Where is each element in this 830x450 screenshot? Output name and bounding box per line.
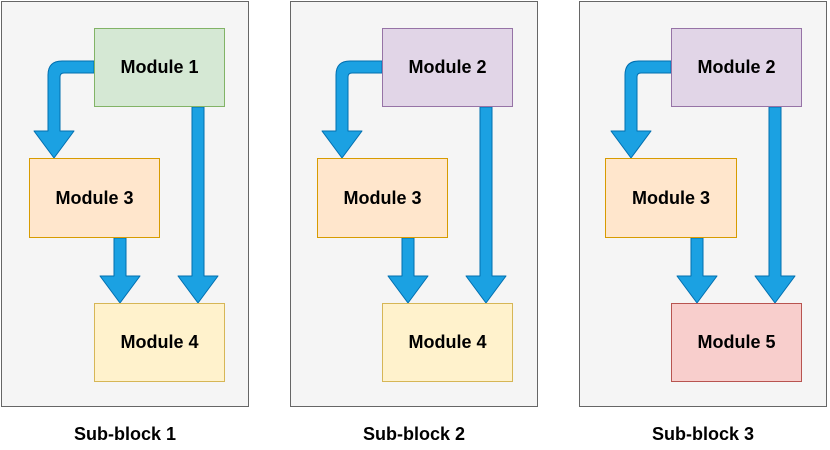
- module-label: Module 2: [408, 57, 487, 77]
- module-3-box: Module 3: [317, 158, 448, 238]
- elbow-arrow-3: [610, 60, 672, 159]
- top-to-bottom-arrow-1: [177, 106, 219, 304]
- elbow-arrow-2: [321, 60, 383, 159]
- module-4-box: Module 4: [94, 303, 225, 382]
- module-label: Module 3: [343, 187, 422, 208]
- module-label: Module 3: [631, 187, 710, 208]
- module-3-box: Module 3: [29, 158, 160, 238]
- middle-to-bottom-arrow-2: [387, 237, 429, 304]
- middle-to-bottom-arrow-1: [99, 237, 141, 304]
- sub-block-2-caption: Sub-block 2: [362, 424, 465, 444]
- module-5-box: Module 5: [671, 303, 802, 382]
- module-4-box: Module 4: [382, 303, 513, 382]
- module-label: Module 5: [697, 332, 776, 352]
- module-label: Module 3: [55, 187, 134, 208]
- module-1-box: Module 1: [94, 28, 225, 107]
- module-label: Module 4: [408, 332, 487, 352]
- module-2-box: Module 2: [671, 28, 802, 107]
- module-2-box: Module 2: [382, 28, 513, 107]
- module-label: Module 1: [120, 57, 199, 77]
- elbow-arrow-1: [33, 60, 95, 159]
- top-to-bottom-arrow-3: [754, 106, 796, 304]
- module-label: Module 4: [120, 332, 199, 352]
- sub-block-1-caption: Sub-block 1: [73, 424, 176, 444]
- sub-block-3-caption: Sub-block 3: [651, 424, 754, 444]
- module-3-box: Module 3: [605, 158, 737, 238]
- middle-to-bottom-arrow-3: [676, 237, 718, 304]
- module-label: Module 2: [697, 57, 776, 77]
- top-to-bottom-arrow-2: [465, 106, 507, 304]
